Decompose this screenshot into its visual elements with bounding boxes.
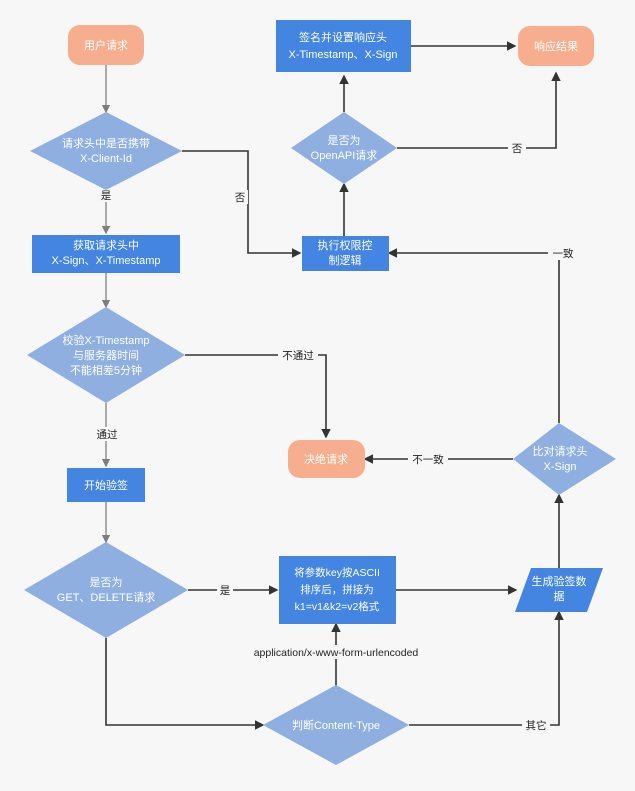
node-reject-request[interactable]: 决绝请求 — [288, 440, 365, 478]
judge-content-type-shape[interactable] — [263, 685, 409, 765]
compare-sign-shape[interactable] — [513, 423, 616, 495]
node-has-client-id[interactable]: 请求头中是否携带 X-Client-Id — [30, 112, 182, 190]
edge-label-check-timestamp-fail: 不通过 — [282, 349, 314, 362]
is-openapi-shape[interactable] — [291, 112, 397, 184]
node-build-sign-data[interactable]: 生成验签数 据 — [515, 568, 603, 612]
edge-label-content-type-other: 其它 — [526, 719, 547, 732]
edge-method-no — [105, 638, 265, 730]
edge-label-openapi-no: 否 — [512, 143, 523, 155]
edge-openapi-no: 否 — [397, 71, 561, 155]
node-is-openapi[interactable]: 是否为 OpenAPI请求 — [291, 112, 397, 184]
edge-has-client-id-no: 否 — [182, 150, 302, 258]
edge-label-method-yes: 是 — [220, 585, 231, 597]
get-headers-shape[interactable] — [32, 235, 180, 273]
node-judge-content-type[interactable]: 判断Content-Type — [263, 685, 409, 765]
edge-compare-match: 一致 — [387, 246, 576, 423]
edge-check-timestamp-fail: 不通过 — [185, 348, 331, 439]
node-permission-logic[interactable]: 执行权限控 制逻辑 — [302, 236, 389, 271]
node-response-result[interactable]: 响应结果 — [518, 26, 594, 66]
node-is-get-delete[interactable]: 是否为 GET、DELETE请求 — [24, 542, 188, 638]
node-start-verify[interactable]: 开始验签 — [67, 468, 145, 502]
edge-has-client-id-yes: 是 — [98, 188, 115, 235]
build-sign-data-shape[interactable] — [515, 568, 603, 612]
sign-response-shape[interactable] — [276, 20, 411, 72]
node-compare-sign[interactable]: 比对请求头 X-Sign — [513, 423, 616, 495]
edge-layer: 是 否 不通过 通过 — [93, 41, 576, 732]
node-get-headers[interactable]: 获取请求头中 X-Sign、X-Timestamp — [32, 235, 180, 273]
node-sort-params[interactable]: 将参数key按ASCII 排序后，拼接为 k1=v1&k2=v2格式 — [279, 556, 396, 624]
permission-logic-shape[interactable] — [302, 236, 389, 271]
edge-content-type-other: 其它 — [409, 610, 564, 732]
edge-check-timestamp-pass: 通过 — [93, 403, 121, 468]
edge-label-has-client-id-no: 否 — [235, 192, 246, 204]
check-timestamp-shape[interactable] — [27, 307, 185, 403]
sort-params-shape[interactable] — [279, 556, 396, 624]
user-request-shape[interactable] — [68, 25, 144, 65]
node-check-timestamp[interactable]: 校验X-Timestamp 与服务器时间 不能相差5分钟 — [27, 307, 185, 403]
is-get-delete-shape[interactable] — [24, 542, 188, 638]
node-user-request[interactable]: 用户请求 — [68, 25, 144, 65]
edge-label-compare-match: 一致 — [553, 247, 574, 260]
start-verify-shape[interactable] — [67, 468, 145, 502]
edge-method-yes: 是 — [188, 583, 279, 597]
edge-label-has-client-id-yes: 是 — [101, 190, 112, 202]
edge-label-check-timestamp-pass: 通过 — [97, 428, 118, 441]
reject-request-shape[interactable] — [288, 440, 365, 478]
edge-compare-mismatch: 不一致 — [363, 452, 513, 466]
edge-content-type-urlencoded: application/x-www-form-urlencoded — [232, 622, 440, 687]
response-result-shape[interactable] — [518, 26, 594, 66]
edge-label-compare-mismatch: 不一致 — [412, 453, 444, 466]
node-sign-response[interactable]: 签名并设置响应头 X-Timestamp、X-Sign — [276, 20, 411, 72]
has-client-id-shape[interactable] — [30, 112, 182, 190]
edge-label-content-type-urlencoded: application/x-www-form-urlencoded — [254, 647, 419, 659]
